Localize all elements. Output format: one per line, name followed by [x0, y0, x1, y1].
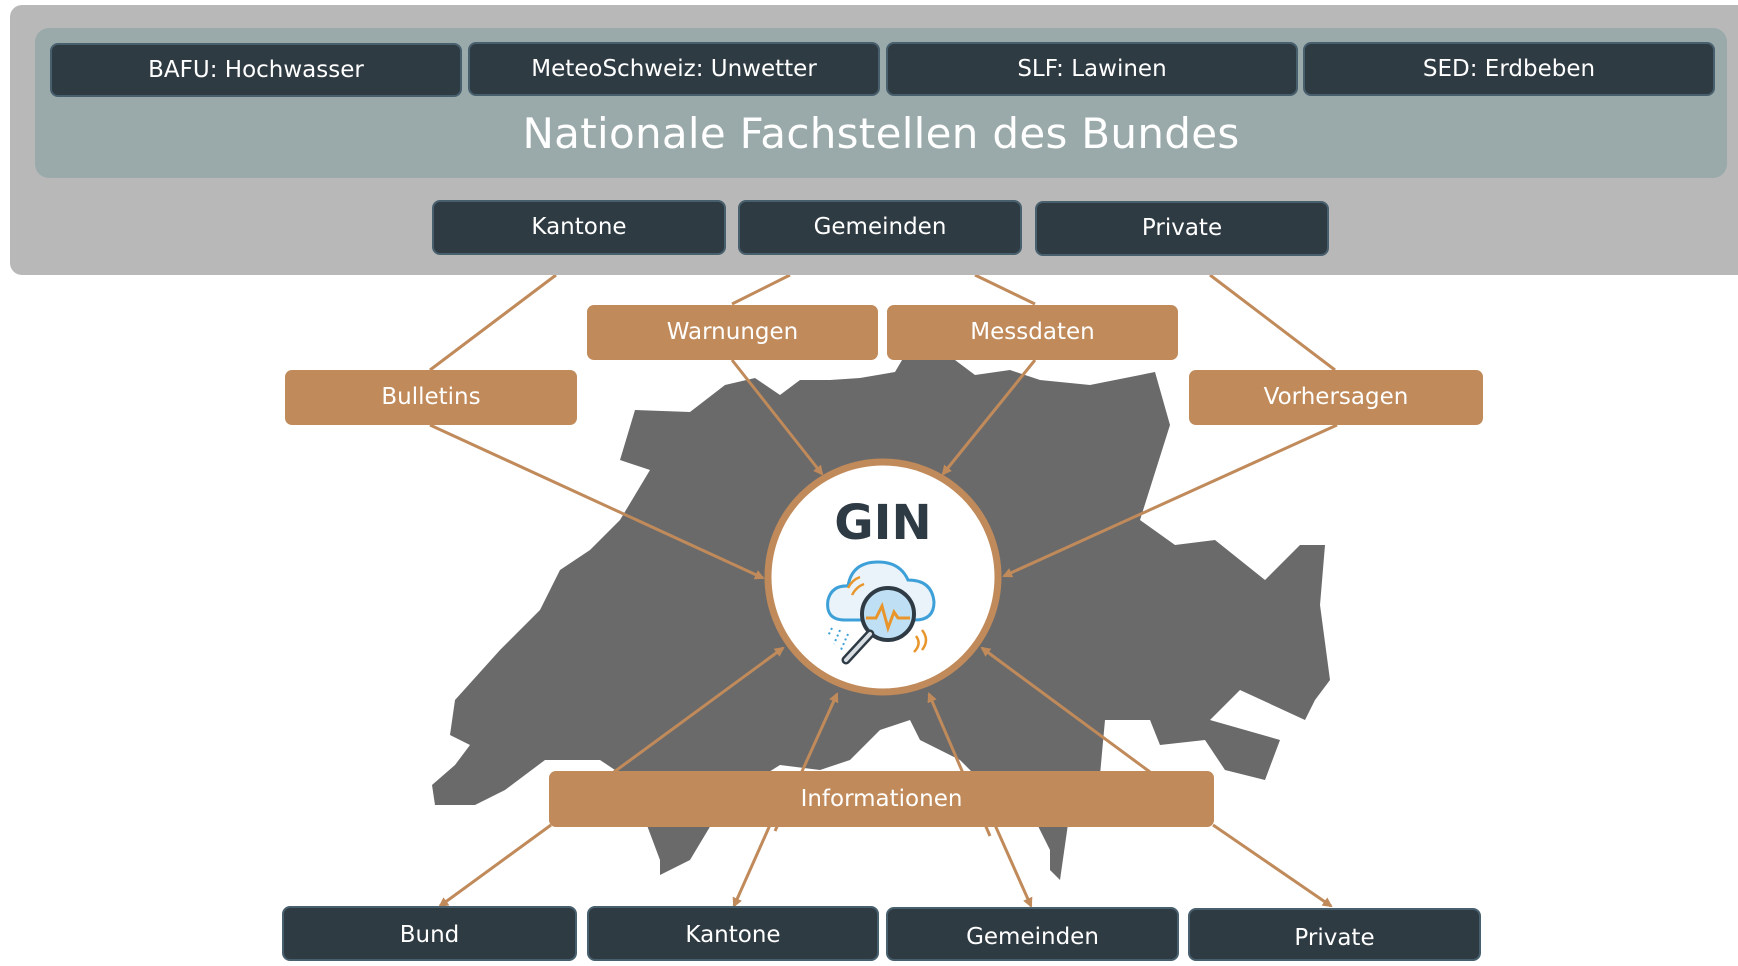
arrow-info-gemeinden [993, 824, 1033, 908]
national-agencies-title: Nationale Fachstellen des Bundes [522, 109, 1240, 158]
arrow-info-private [1212, 823, 1333, 908]
output-informationen: Informationen [549, 771, 1214, 827]
provider-kantone: Kantone [432, 200, 726, 255]
input-bulletins: Bulletins [285, 370, 577, 425]
cloud-magnifier-seismograph-icon [826, 560, 936, 665]
input-messdaten: Messdaten [887, 305, 1178, 360]
recipient-gemeinden: Gemeinden [886, 907, 1179, 961]
arrow-warnungen-gin [730, 359, 824, 476]
recipient-private: Private [1188, 908, 1481, 961]
arrow-messdaten-gin [941, 359, 1037, 476]
agency-sed: SED: Erdbeben [1303, 42, 1715, 96]
arrow-info-gin-1 [613, 646, 785, 774]
agency-meteoschweiz: MeteoSchweiz: Unwetter [468, 42, 880, 96]
arrow-info-kantone [732, 824, 772, 908]
agency-slf: SLF: Lawinen [886, 42, 1298, 96]
arrow-bulletins-gin [429, 423, 765, 580]
agency-bafu: BAFU: Hochwasser [50, 43, 462, 97]
arrow-vorhersagen-gin [1002, 423, 1338, 578]
provider-gemeinden: Gemeinden [738, 200, 1022, 255]
provider-private: Private [1035, 201, 1329, 256]
connector-gemeinden-warnungen [731, 273, 791, 306]
recipient-kantone: Kantone [587, 906, 879, 961]
arrow-info-bund [438, 823, 552, 908]
gin-title: GIN [834, 495, 932, 551]
input-warnungen: Warnungen [587, 305, 878, 360]
recipient-bund: Bund [282, 906, 577, 961]
connector-kantone-bulletins [429, 273, 557, 372]
connector-gemeinden-messdaten [974, 273, 1036, 306]
connector-private-vorhersagen [1209, 273, 1336, 372]
arrow-info-gin-4 [980, 646, 1151, 774]
input-vorhersagen: Vorhersagen [1189, 370, 1483, 425]
